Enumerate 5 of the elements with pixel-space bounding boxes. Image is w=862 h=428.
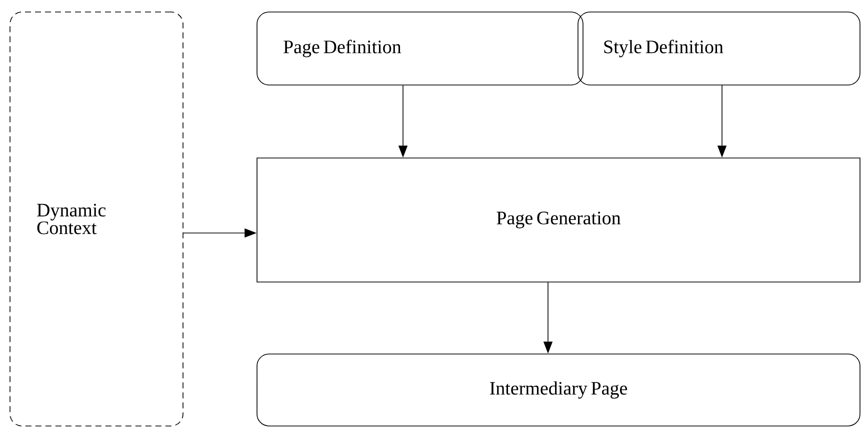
rounded-box: Intermediary Page xyxy=(256,354,860,426)
rounded-box: Page Definition xyxy=(256,12,584,86)
rounded-box: Style Definition xyxy=(578,12,860,86)
dashed-box: Dynamic Context xyxy=(10,12,184,426)
process-box: Page Generation xyxy=(256,158,860,282)
